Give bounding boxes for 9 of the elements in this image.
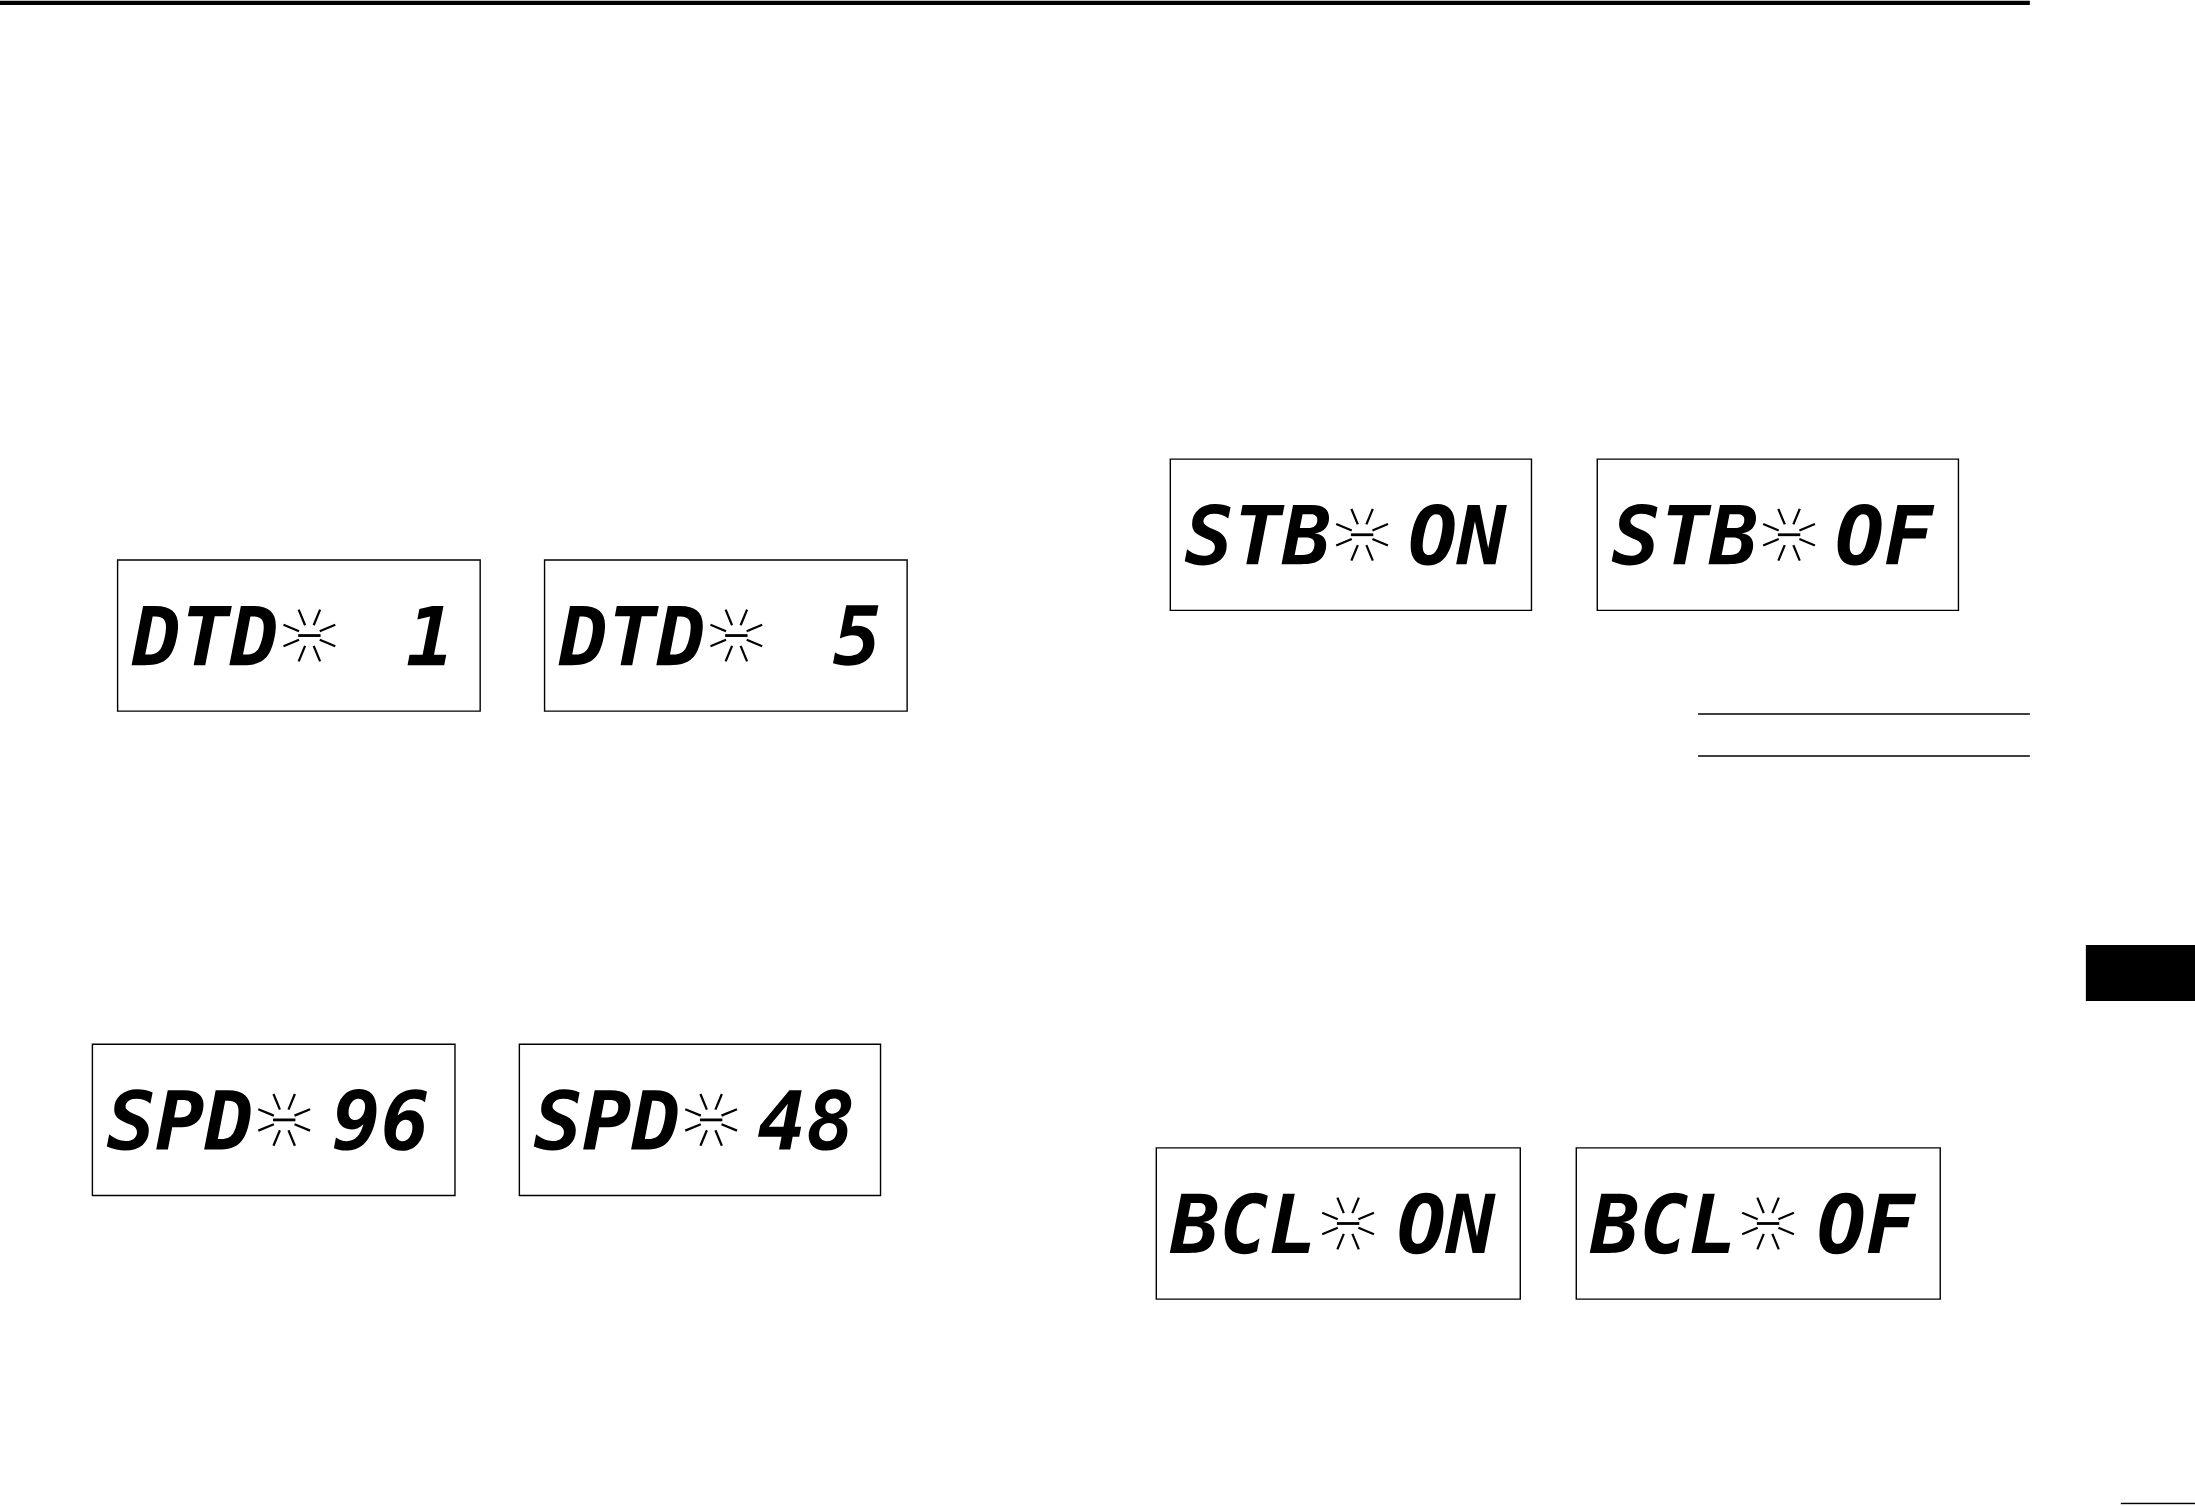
lcd-display: DTD 5 <box>543 559 908 712</box>
lcd-display: SPD 96 <box>91 1043 456 1197</box>
lcd-display: STB ON <box>1169 458 1533 611</box>
lcd-display: DTD 1 <box>116 559 481 712</box>
lcd-display: SPD 48 <box>518 1043 882 1197</box>
lcd-display: STB OF <box>1596 458 1960 611</box>
section-tab <box>2085 944 2195 1001</box>
lcd-display: BCL ON <box>1155 1147 1521 1300</box>
lcd-display: BCL OF <box>1575 1147 1941 1300</box>
